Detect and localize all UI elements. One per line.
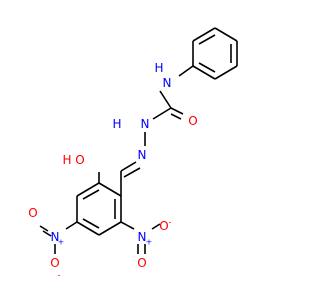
nitro-group-left: N + O O - [28,206,64,280]
benzene-ring [76,182,122,236]
bond-ring-nitro-right [120,221,135,230]
molecule-structure-figure: N H H N O N H O N + O O - N + O O - [28,27,238,280]
phenyl-ring [192,27,238,80]
atom-label-n: N [138,230,147,244]
atom-hn-left: H N [112,117,149,131]
bond-nitro-right-single [151,223,161,230]
bond-carbonyl-hn [152,107,172,120]
atom-carbonyl-o: O [188,114,197,128]
bond-imine-double [120,161,141,178]
charge-minus: - [169,218,172,227]
atom-imine-n: N [138,148,147,162]
atom-label-h: H [154,61,163,75]
bond-carbonyl-double [170,107,184,120]
bond-nh-carbonyl [159,90,172,109]
atom-nh-top: N H [154,61,171,90]
atom-label-o: O [137,256,146,270]
atom-hydroxyl: H O [62,153,84,167]
atom-label-h: H [112,117,121,131]
atom-label-o: O [159,219,168,233]
atom-label-o: O [28,206,37,220]
charge-plus: + [146,238,153,247]
molecule-svg: N H H N O N H O N + O O - N + O O - [28,27,238,280]
nitro-group-right: N + O O - [137,218,171,271]
atom-label-h: H [62,153,71,167]
atom-label-n: N [163,76,172,90]
bond-nitro-right-double [137,244,146,254]
atom-label-n: N [51,230,60,244]
atom-label-n: N [141,117,150,131]
atom-label-o: O [75,153,84,167]
bond-phenyl-nh [178,65,194,77]
charge-plus: + [58,238,65,247]
bond-ring-nitro-left [65,221,78,230]
atom-label-o: O [50,256,59,270]
bond-nitro-left-double [39,225,52,237]
charge-minus: - [58,271,61,280]
